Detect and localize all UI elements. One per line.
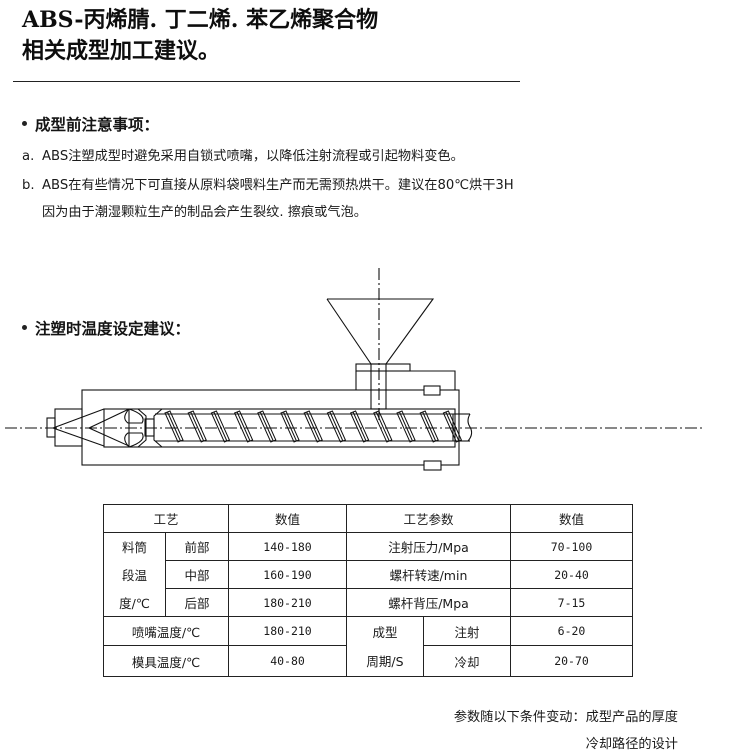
table-cell: 注射 bbox=[423, 616, 511, 646]
screw-flight bbox=[210, 410, 231, 443]
section-heading-pre-molding: 成型前注意事项： bbox=[22, 113, 159, 135]
screw-flight bbox=[233, 410, 254, 443]
table-row: 段温 中部 160-190 螺杆转速/min 20-40 bbox=[103, 560, 633, 589]
section-heading-text: 成型前注意事项： bbox=[35, 116, 160, 134]
section-heading-temperature: 注塑时温度设定建议： bbox=[22, 317, 190, 339]
table-row: 模具温度/℃ 40-80 周期/S 冷却 20-70 bbox=[103, 645, 633, 677]
table-header: 工艺参数 bbox=[346, 504, 511, 533]
table-cell: 冷却 bbox=[423, 645, 511, 677]
process-parameters-table: 工艺 数值 工艺参数 数值 料筒 前部 140-180 注射压力/Mpa 70-… bbox=[103, 504, 633, 677]
heater-band-top bbox=[423, 385, 441, 396]
table-cell: 180-210 bbox=[228, 588, 347, 617]
table-cell: 140-180 bbox=[228, 532, 347, 561]
table-cell: 中部 bbox=[165, 560, 229, 589]
screw-flight bbox=[349, 410, 370, 443]
hopper-icon bbox=[326, 298, 435, 365]
note-item-a: a. ABS注塑成型时避免采用自锁式喷嘴，以降低注射流程或引起物料变色。 bbox=[22, 145, 464, 164]
barrel-inner bbox=[103, 408, 456, 448]
screw-flight bbox=[187, 410, 207, 443]
heater-band-bottom bbox=[423, 460, 442, 471]
feed-flange bbox=[355, 363, 411, 372]
section-heading-text: 注塑时温度设定建议： bbox=[35, 320, 191, 338]
item-label: a. bbox=[22, 149, 35, 164]
note-item-b: b. ABS在有些情况下可直接从原料袋喂料生产而无需预热烘干。建议在80℃烘干3H bbox=[22, 174, 514, 193]
table-row: 料筒 前部 140-180 注射压力/Mpa 70-100 bbox=[103, 532, 633, 561]
table-cell: 段温 bbox=[103, 560, 166, 589]
table-row: 度/℃ 后部 180-210 螺杆背压/Mpa 7-15 bbox=[103, 588, 633, 617]
bullet-icon bbox=[22, 121, 27, 126]
screw-flight bbox=[257, 410, 277, 443]
screw-flight bbox=[419, 410, 439, 443]
item-text: ABS在有些情况下可直接从原料袋喂料生产而无需预热烘干。建议在80℃烘干3H bbox=[42, 178, 514, 193]
table-cell: 7-15 bbox=[510, 588, 633, 617]
table-header: 数值 bbox=[228, 504, 347, 533]
item-label: b. bbox=[22, 178, 35, 193]
screw-flight bbox=[164, 410, 184, 443]
table-header: 工艺 bbox=[103, 504, 229, 533]
footnote-line-1: 参数随以下条件变动：成型产品的厚度 bbox=[453, 710, 678, 725]
table-cell: 料筒 bbox=[103, 532, 166, 561]
table-cell: 螺杆背压/Mpa bbox=[346, 588, 511, 617]
shaft-break bbox=[467, 413, 473, 442]
table-cell: 成型 bbox=[346, 616, 424, 646]
page-title-line-2: 相关成型加工建议。 bbox=[22, 38, 221, 64]
note-item-b-continuation: 因为由于潮湿颗粒生产的制品会产生裂纹. 擦痕或气泡。 bbox=[42, 205, 367, 220]
table-cell: 6-20 bbox=[510, 616, 633, 646]
table-cell: 20-40 bbox=[510, 560, 633, 589]
item-text: ABS注塑成型时避免采用自锁式喷嘴，以降低注射流程或引起物料变色。 bbox=[42, 149, 464, 164]
table-cell: 160-190 bbox=[228, 560, 347, 589]
table-cell: 后部 bbox=[165, 588, 229, 617]
table-cell: 度/℃ bbox=[103, 588, 166, 617]
table-cell: 180-210 bbox=[228, 616, 347, 646]
screw-flight bbox=[442, 410, 463, 443]
screw-flight bbox=[396, 410, 416, 443]
table-cell: 注射压力/Mpa bbox=[346, 532, 511, 561]
bullet-icon bbox=[22, 325, 27, 330]
table-cell: 模具温度/℃ bbox=[103, 645, 229, 677]
table-header-row: 工艺 数值 工艺参数 数值 bbox=[103, 504, 633, 533]
table-cell: 周期/S bbox=[346, 645, 424, 677]
table-cell: 40-80 bbox=[228, 645, 347, 677]
title-divider bbox=[13, 81, 520, 82]
table-cell: 70-100 bbox=[510, 532, 633, 561]
screw-flight bbox=[303, 410, 323, 443]
screw-flight bbox=[326, 410, 347, 443]
injection-screw-barrel-diagram bbox=[5, 268, 705, 471]
table-row: 喷嘴温度/℃ 180-210 成型 注射 6-20 bbox=[103, 616, 633, 646]
table-cell: 前部 bbox=[165, 532, 229, 561]
screw-flight bbox=[373, 410, 393, 443]
table-cell: 螺杆转速/min bbox=[346, 560, 511, 589]
table-cell: 喷嘴温度/℃ bbox=[103, 616, 229, 646]
screw-flight bbox=[280, 410, 300, 443]
table-cell: 20-70 bbox=[510, 645, 633, 677]
footnote-line-2: 冷却路径的设计 bbox=[585, 737, 678, 752]
screw-flights bbox=[164, 410, 463, 443]
page-title-line-1: ABS-丙烯腈. 丁二烯. 苯乙烯聚合物 bbox=[22, 7, 379, 33]
table-header: 数值 bbox=[510, 504, 633, 533]
